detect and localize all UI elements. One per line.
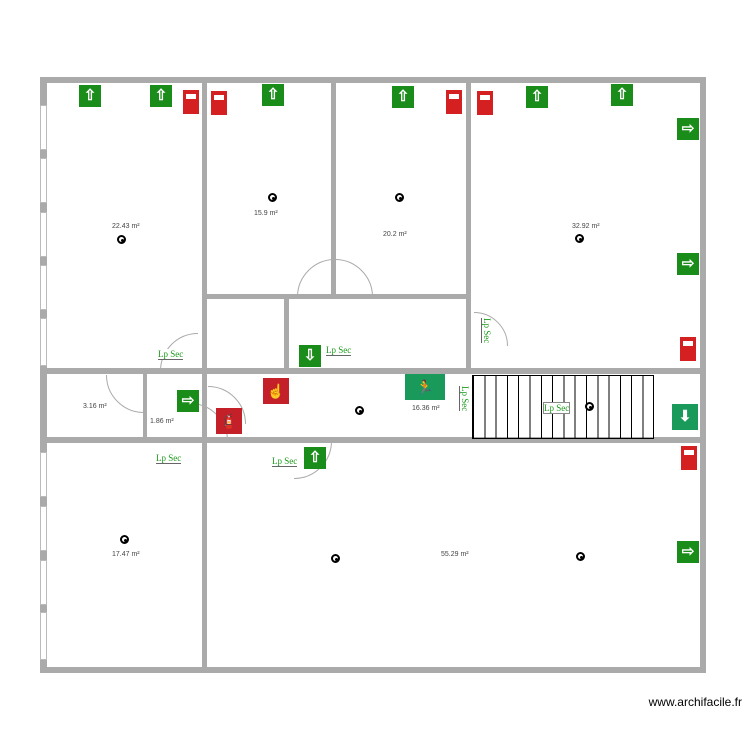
lp-sec-label: Lp Sec (543, 402, 571, 414)
window (40, 612, 47, 660)
window (40, 212, 47, 257)
smoke-detector-icon (575, 234, 584, 243)
wall (284, 297, 289, 370)
fire-extinguisher-icon: 🧯 (216, 408, 242, 434)
wall (331, 77, 336, 297)
window (40, 506, 47, 551)
smoke-detector-icon (331, 554, 340, 563)
room-area: 1.86 m² (150, 418, 174, 425)
smoke-detector-icon (576, 552, 585, 561)
running-man-exit-icon: 🏃 (405, 374, 445, 400)
wall (40, 667, 706, 673)
smoke-detector-icon (117, 235, 126, 244)
room-area: 15.9 m² (254, 210, 278, 217)
fire-alarm-icon (680, 337, 696, 361)
exit-right-icon: ⇨ (677, 118, 699, 140)
wall (40, 77, 706, 83)
wall (466, 77, 471, 370)
exit-right-icon: ⇨ (677, 253, 699, 275)
room-area: 17.47 m² (112, 551, 140, 558)
fire-alarm-icon (183, 90, 199, 114)
lp-sec-label: Lp Sec (481, 318, 492, 344)
fire-alarm-button-icon: ☝ (263, 378, 289, 404)
room-area: 20.2 m² (383, 231, 407, 238)
exit-up-icon: ⇧ (392, 86, 414, 108)
exit-up-icon: ⇧ (150, 85, 172, 107)
room-area: 22.43 m² (112, 223, 140, 230)
exit-down-icon: ⇩ (299, 345, 321, 367)
wall (143, 370, 147, 440)
lp-sec-label: Lp Sec (158, 349, 184, 360)
smoke-detector-icon (120, 535, 129, 544)
smoke-detector-icon (268, 193, 277, 202)
room-area: 16.36 m² (412, 405, 440, 412)
window (40, 452, 47, 497)
lp-sec-label: Lp Sec (272, 456, 298, 467)
exit-up-icon: ⇧ (79, 85, 101, 107)
exit-up-icon: ⇧ (262, 84, 284, 106)
fire-alarm-icon (477, 91, 493, 115)
smoke-detector-icon (395, 193, 404, 202)
wall (40, 368, 706, 374)
exit-right-icon: ⇨ (177, 390, 199, 412)
window (40, 560, 47, 605)
window (40, 265, 47, 310)
lp-sec-label: Lp Sec (326, 345, 352, 356)
room-area: 3.16 m² (83, 403, 107, 410)
fire-alarm-icon (681, 446, 697, 470)
exit-right-icon: ⇨ (677, 541, 699, 563)
exit-up-icon: ⇧ (611, 84, 633, 106)
window (40, 105, 47, 150)
wall (40, 437, 706, 443)
exit-up-icon: ⇧ (304, 447, 326, 469)
room-area: 32.92 m² (572, 223, 600, 230)
wall (700, 77, 706, 673)
fire-alarm-icon (211, 91, 227, 115)
arrow-down-icon: ⬇ (672, 404, 698, 430)
window (40, 318, 47, 366)
lp-sec-label: Lp Sec (459, 386, 470, 412)
room-area: 55.29 m² (441, 551, 469, 558)
wall (40, 77, 47, 673)
smoke-detector-icon (355, 406, 364, 415)
smoke-detector-icon (585, 402, 594, 411)
lp-sec-label: Lp Sec (156, 453, 182, 464)
window (40, 158, 47, 203)
exit-up-icon: ⇧ (526, 86, 548, 108)
fire-alarm-icon (446, 90, 462, 114)
wall (202, 77, 207, 673)
footer-link[interactable]: www.archifacile.fr (648, 695, 742, 709)
